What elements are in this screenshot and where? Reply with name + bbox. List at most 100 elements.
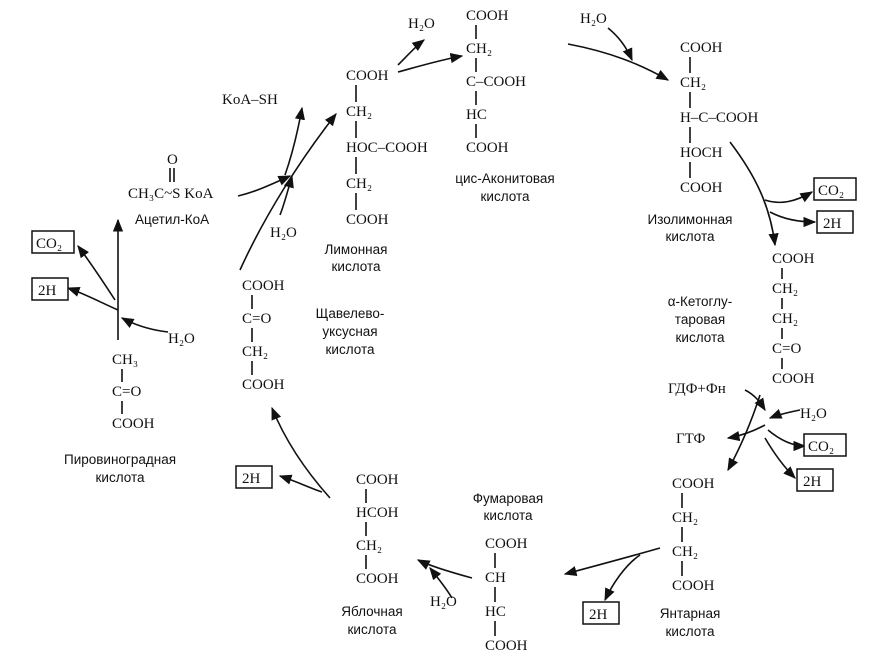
molecule-name: кислота [676,330,725,345]
arrow-citrate-to-aconitate [397,53,464,73]
arrow-co2-out-iso [764,191,814,204]
arrow-malate-to-oxaloacetate [271,406,331,499]
arrow-fumarate-to-malate [416,559,473,579]
structure-row: CH₂ [346,176,372,192]
molecule-name: α-Кетоглу- [668,294,733,309]
structure-row: COOH [356,571,399,587]
co2-label: CO₂ [808,439,834,455]
h2o-label: H₂O [800,406,827,422]
arrow-h2o-in-oxaloacetate [279,174,294,216]
arrow-acetyl-in [237,175,292,197]
gdp-pi-label: ГДФ+Фн [668,381,726,397]
structure-row: COOH [485,536,528,552]
h2o-label: H₂O [270,225,297,241]
two-h-box [796,468,834,492]
molecule-name: кислота [96,470,145,485]
arrow-h2o-out-citrate [397,39,426,66]
molecule-name: Янтарная [660,606,721,621]
arrow-2h-out-malate [278,474,323,493]
structure-row: COOH [242,278,285,294]
gtp-label: ГТФ [676,431,706,447]
structure-row: CH₂ [672,544,698,560]
two-h-label: 2H [242,471,261,487]
molecule-name: кислота [332,259,381,274]
arrow-co2-out-pyruvate [77,244,116,301]
structure-row: CH₂ [356,538,382,554]
h2o-label: H₂O [408,16,435,32]
molecule-name: кислота [666,624,715,639]
structure-row: COOH [466,8,509,24]
structure-row: HOCH [680,145,723,161]
structure-row: CH₂ [772,281,798,297]
structure-row: COOH [356,472,399,488]
two-h-label: 2H [803,474,822,490]
two-h-label: 2H [589,607,608,623]
structure-row: C=O [242,311,271,327]
molecule-name: уксусная [322,324,377,339]
koa-sh-label: KoA–SH [222,92,278,108]
arrow-gdp-in [744,389,766,412]
arrow-gtp-out [726,424,766,442]
arrow-2h-out-akg [764,437,796,479]
molecule-name: кислота [348,622,397,637]
molecule-name: Пировиноградная [64,452,176,467]
alpha-ketoglutarate-molecule: COOHCH₂CH₂C=OCOOHα-Кетоглу-тароваякислот… [668,251,815,387]
structure-row: HOC–COOH [346,140,428,156]
side-arrows [66,27,817,602]
structure-row: COOH [242,377,285,393]
molecule-name: Изолимонная [648,212,733,227]
structure-row: H–C–COOH [680,110,759,126]
structure-row: COOH [672,476,715,492]
arrow-2h-out-pyruvate [66,287,119,311]
two-h-label: 2H [38,283,57,299]
structure-row: COOH [346,212,389,228]
molecule-name: кислота [484,508,533,523]
structure-row: COOH [772,371,815,387]
arrow-isocitrate-to-akg [729,141,779,247]
co2-label: CO₂ [36,236,62,252]
acetyl-coa-formula: CH₃C~S KoA [128,186,214,202]
structure-row: C–COOH [466,74,526,90]
arrow-co2-out-akg [767,429,807,452]
arrow-succinate-to-fumarate [563,547,661,576]
arrow-akg-to-succinate [727,394,761,472]
molecule-name: Лимонная [325,242,388,257]
structure-row: COOH [680,40,723,56]
two-h-box [235,465,273,489]
structure-row: COOH [346,68,389,84]
structure-row: CH₂ [772,311,798,327]
molecule-name: кислота [326,342,375,357]
structure-row: COOH [485,638,528,654]
structure-row: HC [485,604,506,620]
co2-label: CO₂ [818,183,844,199]
co2-box [813,177,857,201]
acetyl-coa: O CH₃C~S KoA Ацетил-КоА [128,152,214,227]
cycle-arrows [112,43,779,579]
structure-row: COOH [772,251,815,267]
two-h-box [816,210,854,234]
two-h-box [31,277,69,301]
structure-row: HC [466,107,487,123]
structure-row: CH [485,570,506,586]
structure-row: CH₃ [112,352,138,368]
structure-row: COOH [466,140,509,156]
molecules: CH₃C=OCOOHПировинограднаякислотаCOOHC=OC… [64,8,815,654]
arrow-koa-out [284,106,305,176]
acetyl-coa-oxygen: O [167,152,178,168]
isocitrate-molecule: COOHCH₂H–C–COOHHOCHCOOHИзолимоннаякислот… [648,40,759,244]
molecule-name: цис-Аконитовая [455,171,554,186]
arrow-h2o-in-pyruvate [120,317,169,333]
h2o-label: H₂O [580,11,607,27]
cofactors: H₂O H₂O H₂O H₂O H₂O H₂O KoA–SH ГДФ+Фн ГТ… [31,11,857,625]
molecule-name: таровая [675,312,725,327]
structure-row: COOH [112,416,155,432]
structure-row: COOH [680,180,723,196]
molecule-name: кислота [666,229,715,244]
two-h-label: 2H [823,216,842,232]
